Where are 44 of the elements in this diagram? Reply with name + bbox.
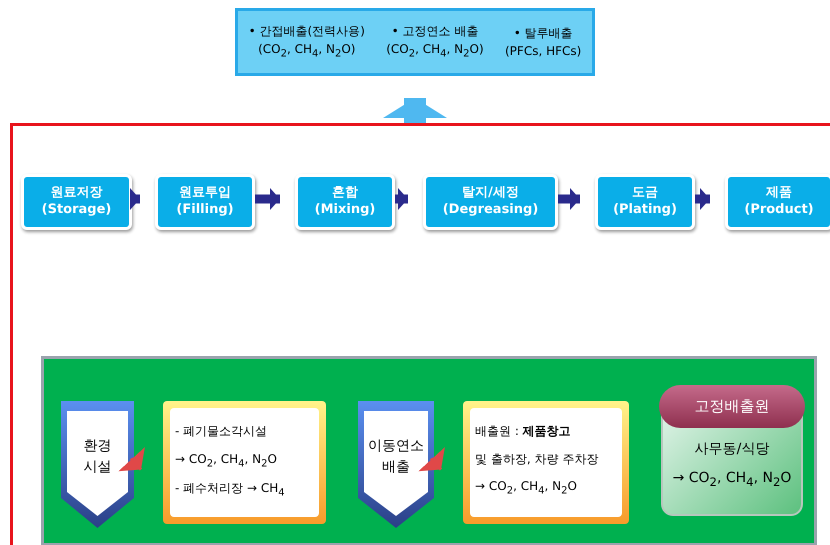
note-text: → CO$_{2}$, CH$_{4}$, N$_{2}$O — [175, 450, 278, 471]
tag-text: 이동연소 배출 — [367, 436, 425, 476]
arrow — [255, 188, 280, 210]
note-text: 및 출하장, 차량 주차장 — [475, 450, 600, 468]
note-text: - 폐수처리장 → CH$_{4}$ — [175, 480, 286, 500]
box-label: 탈지/세정 (Degreasing) — [442, 185, 538, 219]
process-box — [21, 174, 132, 230]
arrow — [395, 188, 408, 210]
box-label: 도금 (Plating) — [613, 185, 677, 219]
pentagon-tag — [358, 401, 434, 528]
arrow — [118, 447, 145, 472]
emission-heading: • 고정연소 배출 — [390, 23, 480, 40]
emission-heading: • 간접배출(전력사용) — [248, 23, 365, 40]
arrow — [130, 188, 140, 210]
process-frame — [10, 123, 830, 545]
note-text: → CO$_{2}$, CH$_{4}$, N$_{2}$O — [475, 478, 578, 499]
source-text: 사무동/식당 — [694, 440, 770, 458]
arrow — [383, 98, 447, 123]
facility-panel — [41, 356, 817, 545]
process-box — [155, 174, 255, 230]
box-label: 혼합 (Mixing) — [314, 185, 376, 219]
gas-list: (PFCs, HFCs) — [505, 42, 582, 60]
process-box — [595, 174, 695, 230]
gas-list: (CO$_{2}$, CH$_{4}$, N$_{2}$O) — [386, 40, 484, 62]
arrow — [558, 188, 580, 210]
source-text: → CO$_{2}$, CH$_{4}$, N$_{2}$O — [672, 470, 792, 489]
arrow — [418, 447, 445, 472]
emission-heading: • 탈루배출 — [512, 25, 574, 42]
note-box — [463, 401, 629, 524]
note-text: 배출원 : 제품창고 — [475, 423, 572, 440]
arrow — [695, 188, 710, 210]
pentagon-tag — [61, 401, 134, 528]
emission-box — [235, 8, 595, 76]
process-box — [295, 174, 395, 230]
source-heading: 고정배출원 — [659, 385, 805, 428]
note-text: - 폐기물소각시설 — [175, 423, 268, 440]
box-label: 제품 (Product) — [744, 185, 814, 219]
process-box — [423, 174, 558, 230]
process-box — [725, 174, 830, 230]
gas-list: (CO$_{2}$, CH$_{4}$, N$_{2}$O) — [248, 40, 365, 62]
note-box — [163, 401, 326, 524]
box-label: 원료투입 (Filling) — [176, 185, 234, 219]
box-label: 원료저장 (Storage) — [42, 185, 112, 219]
tag-text: 환경 시설 — [82, 436, 112, 476]
